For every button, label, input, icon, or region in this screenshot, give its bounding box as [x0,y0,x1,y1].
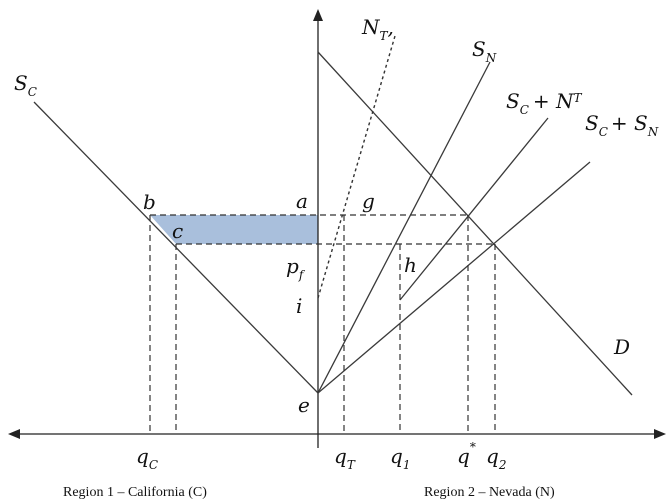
label-sc-plus-nt: SC+ NT [506,89,583,117]
tick-qc: qC [136,444,158,472]
tick-q1: q1 [390,444,410,472]
label-point-h: h [404,253,417,277]
label-sc-plus-sn: SC+ SN [585,111,659,139]
demand-curve [317,51,633,396]
label-point-i: i [296,294,302,318]
sc-plus-sn-curve [317,161,591,394]
label-point-g: g [362,189,375,213]
label-sn: SN [472,37,497,65]
label-point-b: b [143,190,156,214]
label-point-e: e [298,393,310,417]
label-sc: SC [14,71,37,99]
label-demand: D [613,335,630,359]
caption-region-right: Region 2 – Nevada (N) [424,485,555,500]
left-arrow-icon [8,429,20,439]
sn-curve [317,61,491,394]
caption-region-left: Region 1 – California (C) [63,485,207,500]
tick-qstar: q* [457,440,476,468]
nt-curve [317,35,396,299]
up-arrow-icon [313,9,323,21]
sc-plus-nt-curve [399,117,549,301]
label-nt: NT, [361,15,394,43]
label-point-a: a [296,189,308,213]
label-pf: pf [286,254,306,282]
tick-q2: q2 [486,444,506,472]
label-point-c: c [172,219,183,243]
tick-qt: qT [334,444,356,472]
shaded-area [150,215,318,244]
right-arrow-icon [654,429,666,439]
